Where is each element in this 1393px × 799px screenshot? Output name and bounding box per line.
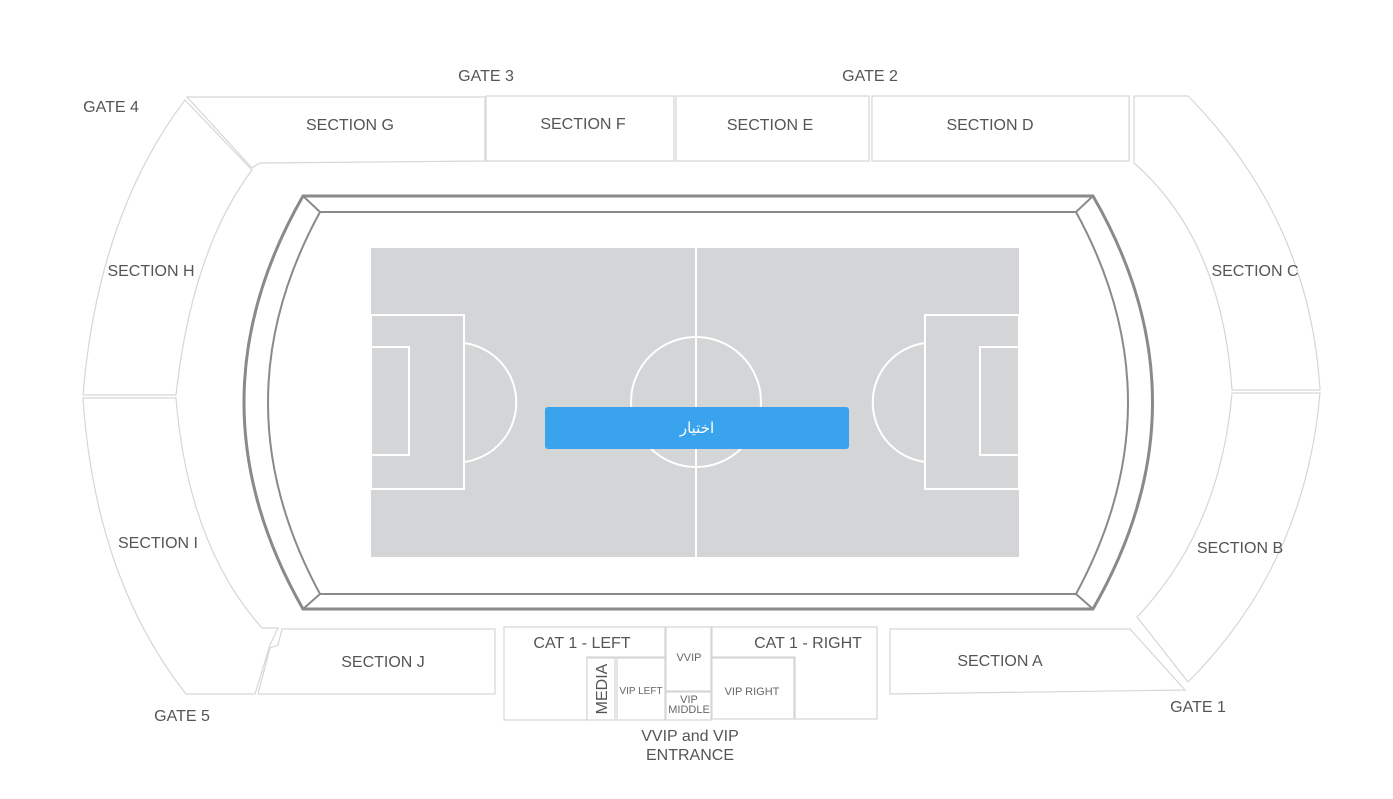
vvip-section[interactable]: VVIP: [665, 626, 712, 692]
vip-left-section[interactable]: VIP LEFT: [616, 657, 666, 721]
vip-left-label: VIP LEFT: [619, 686, 662, 697]
vip-middle-section[interactable]: VIP MIDDLE: [665, 691, 712, 721]
cat1-right-section[interactable]: CAT 1 - RIGHT: [711, 626, 878, 720]
section-a[interactable]: SECTION A: [889, 628, 1187, 695]
section-c[interactable]: SECTION C: [1133, 95, 1321, 391]
vvip-label: VVIP: [676, 652, 701, 664]
left-goal-area: [370, 346, 410, 456]
left-penalty-arc: [463, 342, 518, 463]
center-circle: [630, 336, 762, 468]
section-d[interactable]: SECTION D: [871, 95, 1130, 162]
section-g-label: SECTION G: [306, 117, 394, 134]
gate-4-label: GATE 4: [83, 99, 139, 116]
section-a-label: SECTION A: [957, 653, 1043, 670]
section-e-label: SECTION E: [727, 117, 813, 134]
pitch: [370, 248, 1020, 557]
section-j[interactable]: SECTION J: [257, 628, 496, 695]
section-i[interactable]: SECTION I: [82, 397, 279, 695]
media-section[interactable]: MEDIA: [586, 657, 616, 721]
section-f-label: SECTION F: [540, 116, 626, 133]
section-f[interactable]: SECTION F: [485, 95, 675, 162]
section-b-label: SECTION B: [1197, 540, 1283, 557]
section-i-label: SECTION I: [118, 535, 198, 552]
section-e[interactable]: SECTION E: [675, 95, 870, 162]
vip-right-label: VIP RIGHT: [725, 686, 780, 698]
section-h[interactable]: SECTION H: [82, 99, 253, 396]
vip-right-section[interactable]: VIP RIGHT: [711, 657, 795, 720]
select-button[interactable]: اختيار: [545, 407, 849, 449]
vip-middle-label-line2: MIDDLE: [668, 704, 710, 716]
section-j-label: SECTION J: [341, 654, 425, 671]
gate-1-label: GATE 1: [1170, 699, 1226, 716]
section-h-label: SECTION H: [107, 263, 194, 280]
section-d-label: SECTION D: [946, 117, 1033, 134]
section-g[interactable]: SECTION G: [185, 96, 486, 169]
cat1-right-label: CAT 1 - RIGHT: [754, 635, 862, 652]
cat1-left-label: CAT 1 - LEFT: [533, 635, 630, 652]
vip-entrance-label-line1: VVIP and VIP: [641, 728, 739, 745]
gate-2-label: GATE 2: [842, 68, 898, 85]
section-b[interactable]: SECTION B: [1136, 392, 1321, 683]
section-c-label: SECTION C: [1211, 263, 1298, 280]
gate-3-label: GATE 3: [458, 68, 514, 85]
gate-5-label: GATE 5: [154, 708, 210, 725]
cat1-left-section[interactable]: CAT 1 - LEFT: [503, 626, 666, 721]
right-goal-area: [979, 346, 1020, 456]
vip-entrance-label-line2: ENTRANCE: [646, 747, 734, 764]
media-label: MEDIA: [594, 663, 611, 714]
right-penalty-arc: [871, 342, 926, 463]
vip-middle-label-line1: VIP: [680, 694, 698, 706]
